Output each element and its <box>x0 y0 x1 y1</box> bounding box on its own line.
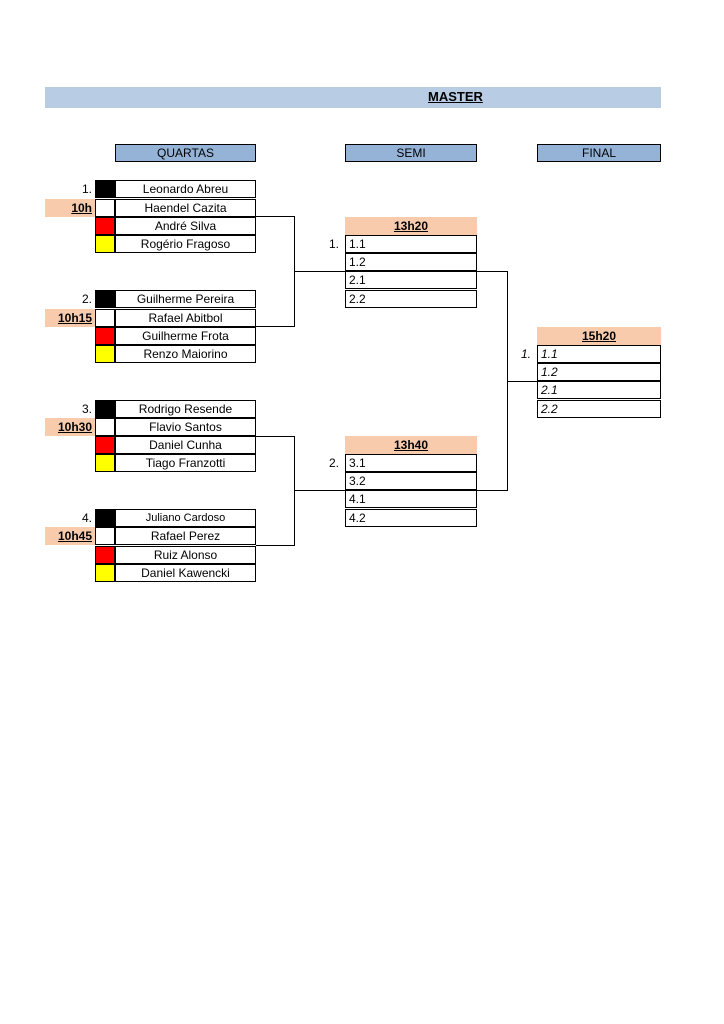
page-title: MASTER <box>428 89 483 104</box>
color-swatch-white <box>95 527 115 545</box>
semi-number: 1. <box>328 237 339 251</box>
player-cell: Daniel Kawencki <box>115 564 256 582</box>
bracket-line <box>477 271 508 272</box>
round-header-semi: SEMI <box>345 144 477 162</box>
player-cell: Haendel Cazita <box>115 199 256 217</box>
semi-slot: 2.2 <box>345 290 477 308</box>
semi-slot: 1.2 <box>345 253 477 271</box>
bracket-line <box>256 436 295 437</box>
color-swatch-white <box>95 309 115 327</box>
bracket-line <box>507 381 537 382</box>
color-swatch-white <box>95 418 115 436</box>
player-cell: Tiago Franzotti <box>115 454 256 472</box>
round-header-final: FINAL <box>537 144 661 162</box>
round-header-quartas: QUARTAS <box>115 144 256 162</box>
player-cell: André Silva <box>115 217 256 235</box>
player-cell: Daniel Cunha <box>115 436 256 454</box>
group-number: 4. <box>81 511 92 525</box>
semi-number: 2. <box>328 456 339 470</box>
bracket-line <box>256 545 295 546</box>
player-cell: Rogério Fragoso <box>115 235 256 253</box>
player-cell: Leonardo Abreu <box>115 180 256 198</box>
semi-slot: 3.2 <box>345 472 477 490</box>
final-number: 1. <box>520 347 531 361</box>
semi-slot: 1.1 <box>345 235 477 253</box>
color-swatch-black <box>95 290 115 308</box>
color-swatch-red <box>95 546 115 564</box>
semi-slot: 4.2 <box>345 509 477 527</box>
bracket-line <box>294 490 345 491</box>
bracket-line <box>477 490 508 491</box>
player-cell: Rafael Abitbol <box>115 309 256 327</box>
color-swatch-red <box>95 217 115 235</box>
player-cell: Rafael Perez <box>115 527 256 545</box>
final-time: 15h20 <box>537 327 661 345</box>
final-slot: 1.2 <box>537 363 661 381</box>
final-slot: 2.1 <box>537 381 661 399</box>
color-swatch-black <box>95 509 115 527</box>
color-swatch-white <box>95 199 115 217</box>
bracket-line <box>256 326 295 327</box>
group-number: 1. <box>81 182 92 196</box>
semi-time: 13h20 <box>345 217 477 235</box>
color-swatch-black <box>95 180 115 198</box>
semi-slot: 4.1 <box>345 490 477 508</box>
player-cell: Rodrigo Resende <box>115 400 256 418</box>
bracket-line <box>294 436 295 546</box>
color-swatch-red <box>95 436 115 454</box>
color-swatch-yellow <box>95 564 115 582</box>
semi-slot: 2.1 <box>345 271 477 289</box>
color-swatch-black <box>95 400 115 418</box>
group-time: 10h45 <box>45 527 95 545</box>
bracket-line <box>256 216 295 217</box>
group-time: 10h15 <box>45 309 95 327</box>
player-cell: Ruiz Alonso <box>115 546 256 564</box>
color-swatch-yellow <box>95 454 115 472</box>
player-cell: Juliano Cardoso <box>115 509 256 527</box>
final-slot: 2.2 <box>537 400 661 418</box>
title-bar: MASTER <box>45 87 661 108</box>
group-time: 10h30 <box>45 418 95 436</box>
color-swatch-red <box>95 327 115 345</box>
color-swatch-yellow <box>95 235 115 253</box>
semi-slot: 3.1 <box>345 454 477 472</box>
group-number: 2. <box>81 292 92 306</box>
color-swatch-yellow <box>95 345 115 363</box>
player-cell: Guilherme Frota <box>115 327 256 345</box>
final-slot: 1.1 <box>537 345 661 363</box>
group-time: 10h <box>45 199 95 217</box>
player-cell: Renzo Maiorino <box>115 345 256 363</box>
group-number: 3. <box>81 402 92 416</box>
semi-time: 13h40 <box>345 436 477 454</box>
player-cell: Guilherme Pereira <box>115 290 256 308</box>
bracket-line <box>294 271 345 272</box>
player-cell: Flavio Santos <box>115 418 256 436</box>
